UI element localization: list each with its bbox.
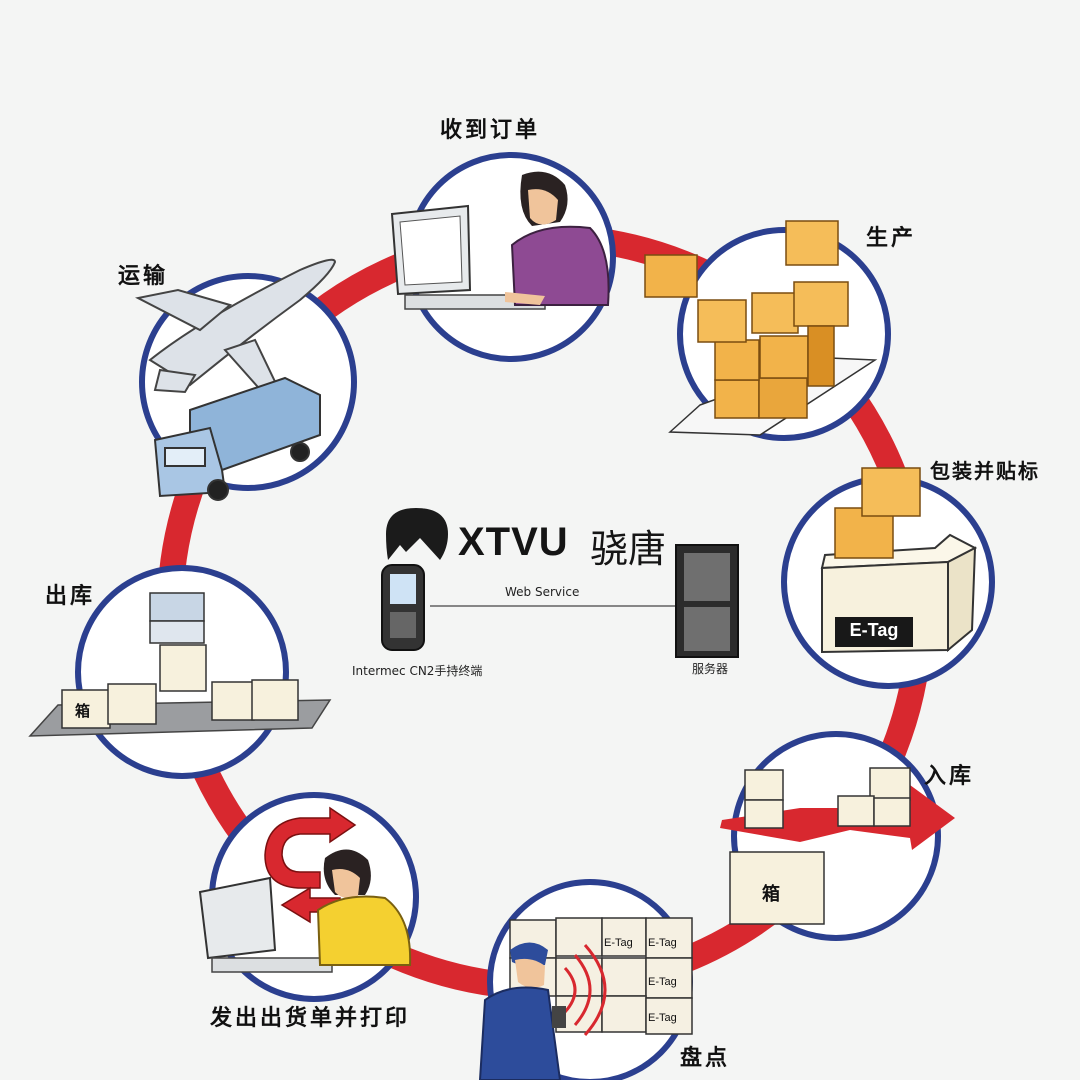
- computer-icon: [198, 876, 333, 973]
- airplane-icon: [135, 258, 337, 397]
- step-label-outbound: 出库: [45, 583, 96, 609]
- handheld-terminal-label: Intermec CN2手持终端: [352, 664, 483, 678]
- computer-icon: [390, 204, 546, 310]
- etag-small-text-4: E-Tag: [648, 1012, 677, 1024]
- etag-large-text: E-Tag: [849, 620, 899, 640]
- handheld-terminal-icon: [381, 564, 425, 651]
- u-turn-arrow-icon: [264, 806, 357, 924]
- truck-icon: [153, 376, 321, 501]
- etag-small-text-3: E-Tag: [648, 976, 677, 988]
- step-label-shipping-order: 发出出货单并打印: [210, 1005, 411, 1031]
- step-circle-packaging: [781, 467, 995, 689]
- etag-small-text-1: E-Tag: [604, 937, 633, 949]
- operator-person-icon: [505, 171, 610, 306]
- server-icon: [675, 544, 739, 658]
- step-circle-production: [644, 220, 891, 441]
- step-label-transport: 运输: [118, 263, 169, 289]
- step-label-inventory: 盘点: [680, 1045, 731, 1071]
- step-circle-transport: [135, 258, 357, 501]
- box-char-outbound: 箱: [75, 702, 91, 720]
- rfid-wave-icon: [563, 944, 607, 1036]
- step-circle-outbound: [28, 565, 332, 779]
- step-label-packaging: 包装并贴标: [930, 459, 1040, 483]
- product-boxes: [644, 220, 849, 419]
- worker-person-icon: [478, 942, 566, 1080]
- step-circle-warehousing-in: [720, 731, 955, 941]
- clerk-person-icon: [316, 849, 412, 966]
- brand-name-cn: 骁唐: [590, 527, 667, 571]
- xtvu-logo-mark: [386, 508, 448, 560]
- step-circle-shipping-order: [198, 792, 419, 1002]
- web-service-label: Web Service: [505, 585, 580, 599]
- step-circle-inventory: [478, 879, 693, 1080]
- step-label-production: 生产: [866, 225, 917, 251]
- step-label-warehousing-in: 入库: [924, 763, 975, 789]
- brand-name: XTVU: [458, 520, 569, 564]
- etag-label-box: [835, 617, 913, 647]
- etag-small-text-2: E-Tag: [648, 937, 677, 949]
- step-circle-receive-order: [390, 152, 616, 362]
- step-label-receive-order: 收到订单: [440, 117, 541, 143]
- server-label: 服务器: [692, 662, 729, 676]
- box-char-inbound: 箱: [762, 884, 780, 905]
